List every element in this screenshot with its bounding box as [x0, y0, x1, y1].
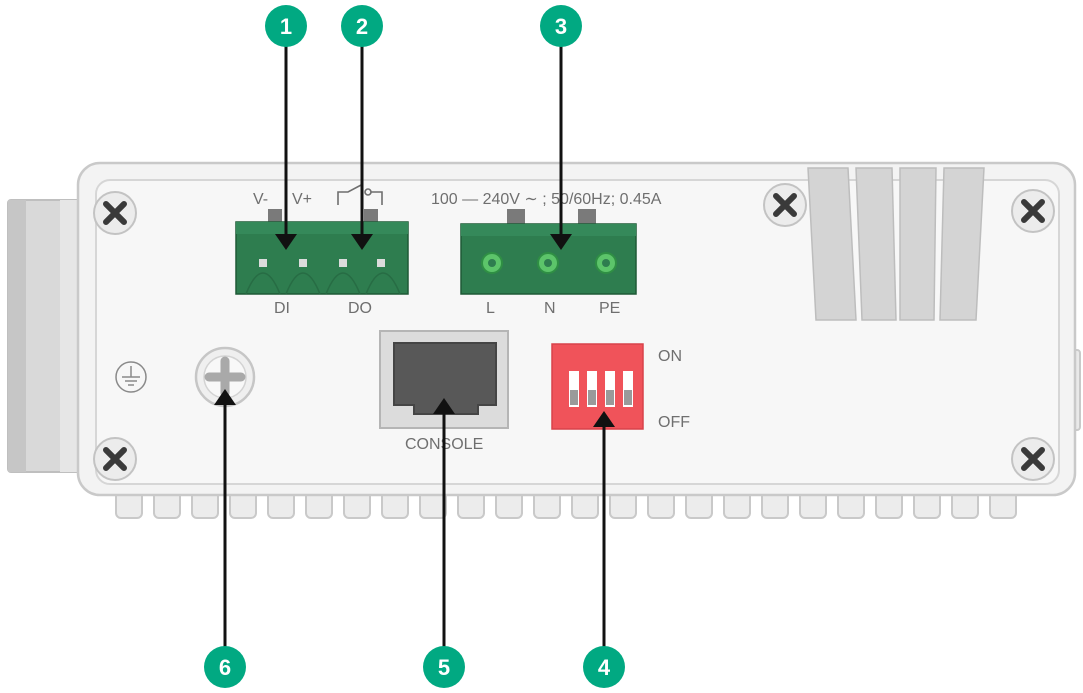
- corner-screw-top-middle: [763, 183, 807, 227]
- arrowhead-3: [550, 234, 572, 250]
- dip-slot: [623, 371, 633, 407]
- dip-off-label: OFF: [658, 414, 690, 431]
- callout-2: 2: [341, 5, 383, 47]
- dip-on-label: ON: [658, 348, 682, 365]
- corner-screw-top-left: [93, 191, 137, 235]
- corner-screw-bottom-left: [93, 437, 137, 481]
- console-port: [379, 330, 509, 429]
- terminal-screw-n: [537, 252, 559, 274]
- leader-lines: [223, 46, 606, 650]
- v-minus-label: V-: [253, 191, 268, 208]
- dip-slider: [588, 390, 596, 405]
- svg-text:6: 6: [219, 655, 231, 680]
- terminal-screw-l: [481, 252, 503, 274]
- arrowheads: [214, 234, 615, 427]
- dip-slider: [606, 390, 614, 405]
- corner-screw-top-right: [1011, 189, 1055, 233]
- power-terminal-block: [460, 209, 637, 295]
- dip-slot: [569, 371, 579, 407]
- callout-3: 3: [540, 5, 582, 47]
- l-label: L: [486, 300, 495, 317]
- corner-screw-bottom-right: [1011, 437, 1055, 481]
- arrowhead-2: [351, 234, 373, 250]
- dip-slider: [570, 390, 578, 405]
- mounting-bracket: [7, 199, 81, 473]
- di-do-terminal-block: [235, 209, 409, 295]
- svg-text:4: 4: [598, 655, 611, 680]
- do-label: DO: [348, 300, 372, 317]
- top-vents: [807, 167, 985, 321]
- ground-symbol-icon: [115, 361, 147, 393]
- arrowhead-1: [275, 234, 297, 250]
- arrowhead-5: [433, 398, 455, 414]
- svg-text:1: 1: [280, 14, 292, 39]
- arrowhead-6: [214, 389, 236, 405]
- callout-4: 4: [583, 646, 625, 688]
- callout-6: 6: [204, 646, 246, 688]
- dip-switch: [551, 343, 644, 430]
- arrowhead-4: [593, 411, 615, 427]
- n-label: N: [544, 300, 556, 317]
- pe-label: PE: [599, 300, 620, 317]
- dip-slider: [624, 390, 632, 405]
- callout-1: 1: [265, 5, 307, 47]
- callout-5: 5: [423, 646, 465, 688]
- svg-text:3: 3: [555, 14, 567, 39]
- dip-slot: [605, 371, 615, 407]
- power-rating-label: 100 — 240V ∼ ; 50/60Hz; 0.45A: [431, 191, 662, 208]
- svg-text:2: 2: [356, 14, 368, 39]
- v-plus-label: V+: [292, 191, 312, 208]
- relay-contact-icon: [337, 183, 383, 205]
- di-label: DI: [274, 300, 290, 317]
- dip-slot: [587, 371, 597, 407]
- svg-text:5: 5: [438, 655, 450, 680]
- terminal-screw-pe: [595, 252, 617, 274]
